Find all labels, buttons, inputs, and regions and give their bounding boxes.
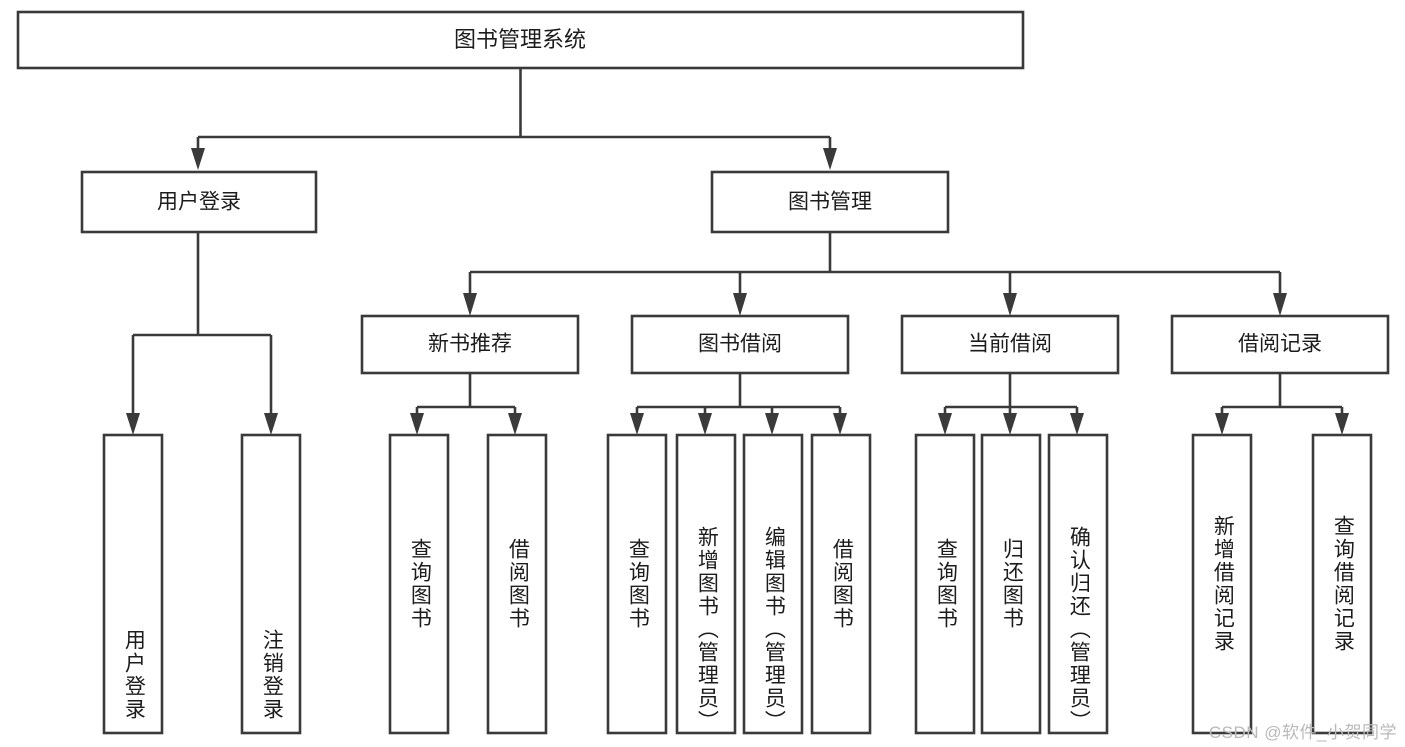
connector-group-bookmgmt xyxy=(463,232,1287,316)
arrow-head-newbook xyxy=(463,293,477,316)
watermark-text: CSDN @软件_小贺同学 xyxy=(1208,723,1397,742)
node-user-login-box[interactable] xyxy=(80,170,318,234)
arrow-head-leaf-logout xyxy=(264,413,278,435)
leaf-box-bookborrow-add[interactable] xyxy=(675,433,737,735)
node-new-book-recommend[interactable]: 新书推荐 xyxy=(360,314,580,375)
node-current-borrow[interactable]: 当前借阅 xyxy=(900,314,1120,375)
node-user-login[interactable]: 用户登录 xyxy=(80,170,318,234)
leaf-boxes-borrow-record xyxy=(1191,433,1373,735)
node-current-borrow-label: 当前借阅 xyxy=(968,333,1052,356)
node-user-login-label: 用户登录 xyxy=(157,191,241,214)
leaf-box-logout[interactable] xyxy=(240,433,302,735)
connector-group-currentborrow xyxy=(938,373,1084,435)
node-new-book-recommend-box[interactable] xyxy=(360,314,580,375)
node-book-borrow-label: 图书借阅 xyxy=(698,333,782,356)
node-borrow-record[interactable]: 借阅记录 xyxy=(1170,314,1390,375)
node-new-book-recommend-label: 新书推荐 xyxy=(428,333,512,356)
leaf-box-newbook-query[interactable] xyxy=(388,433,450,735)
leaf-boxes-current-borrow xyxy=(914,433,1109,735)
connector-group-borrowrecord xyxy=(1215,373,1349,435)
arrow-head-bookborrow-leaf2 xyxy=(698,413,712,435)
leaf-box-currentborrow-query[interactable] xyxy=(914,433,976,735)
leaf-box-record-query[interactable] xyxy=(1311,433,1373,735)
arrow-head-leaf-user-login xyxy=(126,413,140,435)
leaf-box-bookborrow-query[interactable] xyxy=(606,433,668,735)
node-root[interactable]: 图书管理系统 xyxy=(16,10,1025,70)
leaf-boxes-book-borrow xyxy=(606,433,872,735)
arrow-head-userlogin xyxy=(191,148,205,170)
leaf-boxes-new-book xyxy=(388,433,548,735)
leaf-box-bookborrow-edit[interactable] xyxy=(742,433,804,735)
arrow-head-bookborrow-leaf1 xyxy=(630,413,644,435)
arrow-head-borrowrecord xyxy=(1273,293,1287,316)
leaf-boxes-user-login xyxy=(102,433,302,735)
leaf-box-bookborrow-borrow[interactable] xyxy=(810,433,872,735)
arrow-head-currentborrow-leaf2 xyxy=(1003,413,1017,435)
arrow-head-newbook-leaf1 xyxy=(410,413,424,435)
node-book-borrow[interactable]: 图书借阅 xyxy=(630,314,850,375)
node-current-borrow-box[interactable] xyxy=(900,314,1120,375)
node-root-box[interactable] xyxy=(16,10,1025,70)
node-book-management-label: 图书管理 xyxy=(788,191,872,214)
connector-group-newbook xyxy=(410,373,522,435)
connector-group-root xyxy=(191,68,837,170)
node-borrow-record-box[interactable] xyxy=(1170,314,1390,375)
arrow-head-currentborrow xyxy=(1003,293,1017,316)
arrow-head-borrowrecord-leaf1 xyxy=(1215,413,1229,435)
arrow-head-currentborrow-leaf1 xyxy=(938,413,952,435)
arrow-head-newbook-leaf2 xyxy=(508,413,522,435)
leaf-box-user-login[interactable] xyxy=(102,433,164,735)
connector-group-userlogin xyxy=(126,232,278,435)
leaf-box-currentborrow-confirm[interactable] xyxy=(1047,433,1109,735)
node-book-borrow-box[interactable] xyxy=(630,314,850,375)
arrow-head-bookborrow-leaf3 xyxy=(765,413,779,435)
node-borrow-record-label: 借阅记录 xyxy=(1238,333,1322,356)
arrow-head-borrowrecord-leaf2 xyxy=(1335,413,1349,435)
node-book-management[interactable]: 图书管理 xyxy=(710,170,950,234)
arrow-head-bookmgmt xyxy=(823,148,837,170)
node-root-label: 图书管理系统 xyxy=(454,27,586,52)
node-book-management-box[interactable] xyxy=(710,170,950,234)
leaf-box-record-add[interactable] xyxy=(1191,433,1253,735)
connector-group-bookborrow xyxy=(630,373,847,435)
leaf-box-newbook-borrow[interactable] xyxy=(486,433,548,735)
leaf-box-currentborrow-return[interactable] xyxy=(980,433,1042,735)
arrow-head-bookborrow xyxy=(733,293,747,316)
arrow-head-bookborrow-leaf4 xyxy=(833,413,847,435)
arrow-head-currentborrow-leaf3 xyxy=(1070,413,1084,435)
